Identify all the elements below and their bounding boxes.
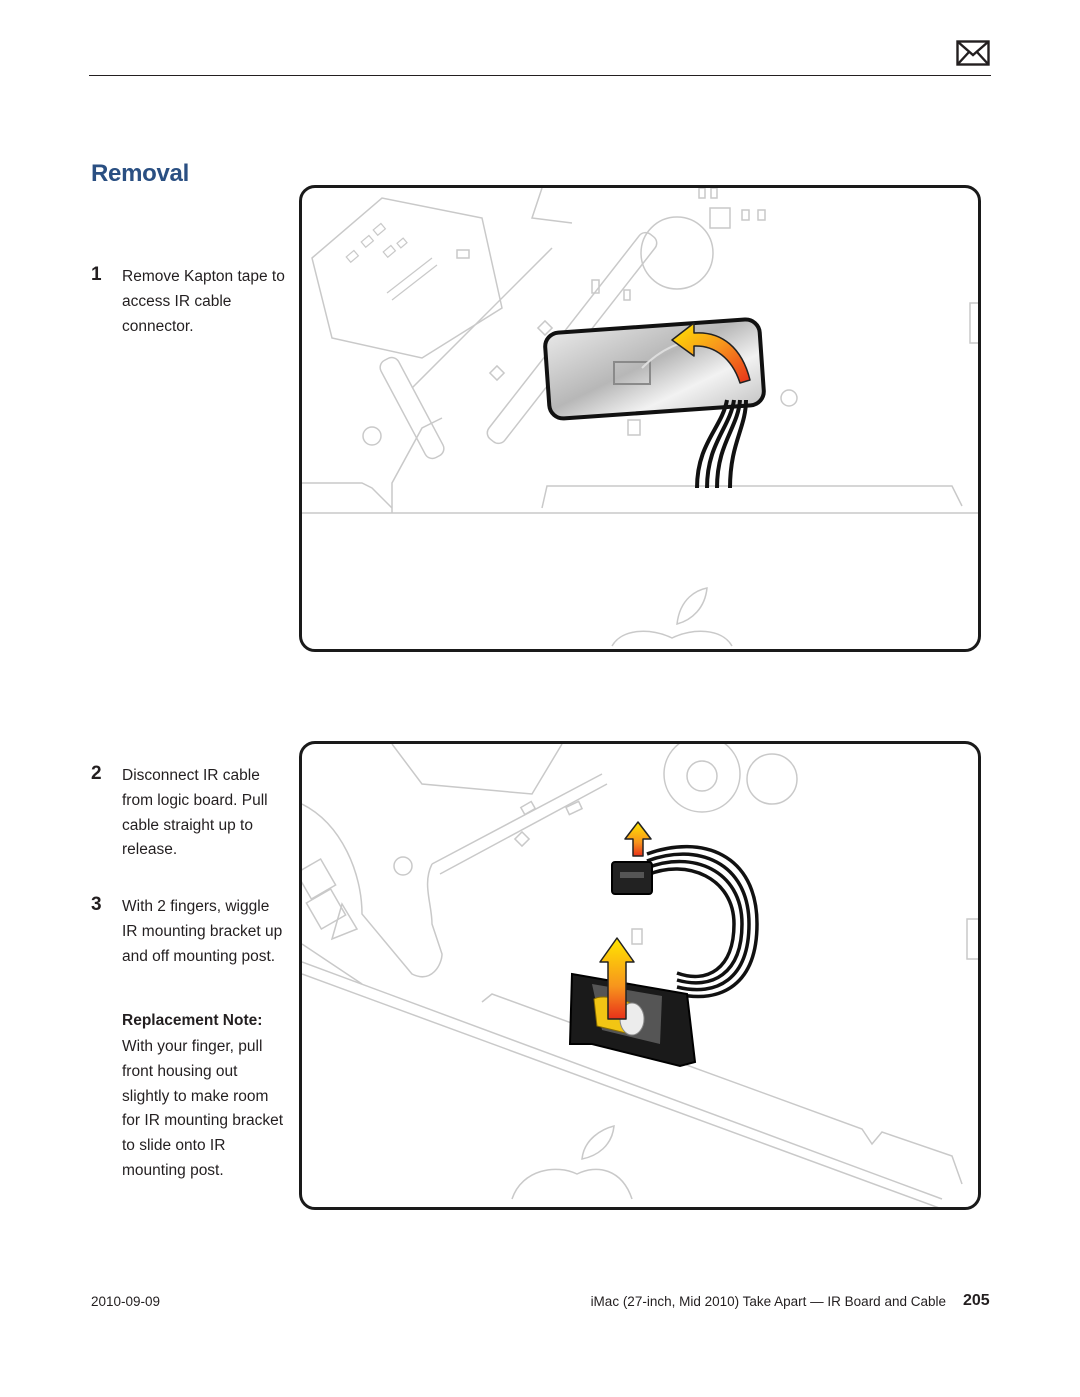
replacement-note-text: With your finger, pull front housing out… bbox=[122, 1038, 284, 1179]
header-rule bbox=[89, 75, 991, 76]
figure-kapton-tape bbox=[299, 185, 981, 652]
step-text: With 2 fingers, wiggle IR mounting brack… bbox=[122, 898, 283, 965]
replacement-note-title: Replacement Note: bbox=[122, 1012, 263, 1029]
section-title: Removal bbox=[91, 160, 189, 187]
figure-ir-cable-bracket bbox=[299, 741, 981, 1210]
step-text: Disconnect IR cable from logic board. Pu… bbox=[122, 767, 268, 859]
mail-icon[interactable] bbox=[956, 40, 990, 66]
step-number: 1 bbox=[91, 264, 102, 285]
step-text: Remove Kapton tape to access IR cable co… bbox=[122, 268, 285, 335]
step-number: 3 bbox=[91, 894, 102, 915]
step-number: 2 bbox=[91, 763, 102, 784]
footer-title: iMac (27-inch, Mid 2010) Take Apart — IR… bbox=[590, 1294, 946, 1309]
footer-date: 2010-09-09 bbox=[91, 1294, 161, 1309]
page-number: 205 bbox=[963, 1292, 990, 1309]
